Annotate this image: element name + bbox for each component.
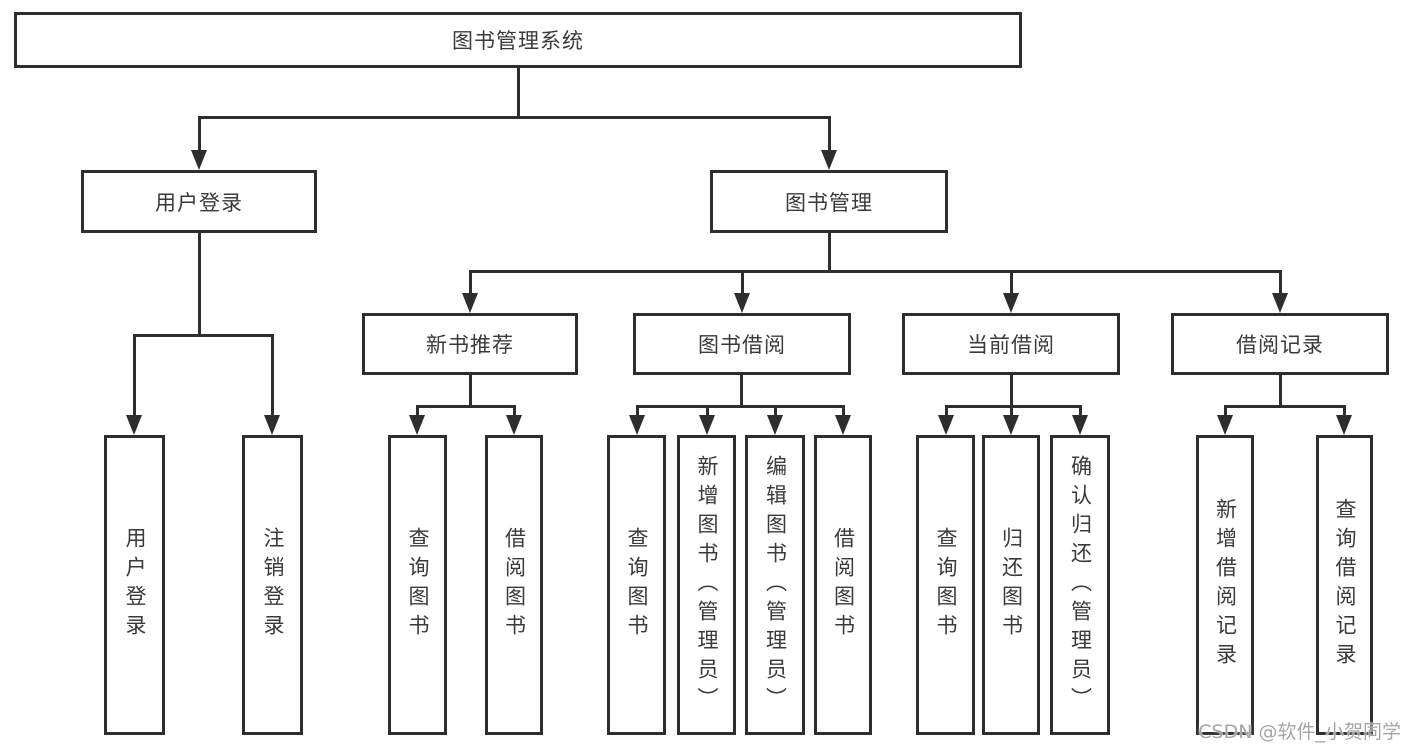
node-leaf-cb-return-book: 归还图书 xyxy=(982,435,1040,735)
node-borrow-records: 借阅记录 xyxy=(1171,313,1389,375)
connector-book-borrow-branch xyxy=(636,405,845,408)
arrow-down-icon xyxy=(835,415,851,435)
connector-l2-stub-right xyxy=(828,116,831,152)
connector-stub xyxy=(741,270,744,295)
node-leaf-br-add-record-label: 新增借阅记录 xyxy=(1213,498,1238,672)
node-new-book-rec: 新书推荐 xyxy=(362,313,578,375)
connector-stub xyxy=(842,405,845,417)
connector-stub xyxy=(945,405,948,417)
node-root-label: 图书管理系统 xyxy=(452,29,584,53)
arrow-down-icon xyxy=(191,150,207,170)
node-user-login-label: 用户登录 xyxy=(155,190,243,215)
node-leaf-br-query-record: 查询借阅记录 xyxy=(1316,435,1373,735)
connector-borrow-records-stem xyxy=(1279,375,1282,407)
node-leaf-rec-query-book: 查询图书 xyxy=(388,435,447,735)
arrow-down-icon xyxy=(1003,415,1019,435)
node-borrow-records-label: 借阅记录 xyxy=(1236,333,1324,357)
node-leaf-cb-query-book-label: 查询图书 xyxy=(934,527,958,643)
arrow-down-icon xyxy=(506,415,522,435)
arrow-down-icon xyxy=(938,415,954,435)
arrow-down-icon xyxy=(1217,415,1233,435)
connector-stub xyxy=(133,334,136,416)
connector-stub xyxy=(513,405,516,417)
connector-stub xyxy=(1010,270,1013,295)
node-book-borrow-label: 图书借阅 xyxy=(698,333,786,357)
node-leaf-user-login: 用户登录 xyxy=(104,435,165,735)
arrow-down-icon xyxy=(126,415,142,435)
arrow-down-icon xyxy=(264,415,280,435)
connector-stub xyxy=(1224,405,1227,417)
node-leaf-cb-query-book: 查询图书 xyxy=(916,435,975,735)
arrow-down-icon xyxy=(1072,415,1088,435)
node-leaf-rec-query-book-label: 查询图书 xyxy=(406,527,430,643)
arrow-down-icon xyxy=(409,415,425,435)
node-leaf-logout-label: 注销登录 xyxy=(261,527,285,643)
connector-stub xyxy=(1279,270,1282,295)
node-leaf-bb-borrow-book: 借阅图书 xyxy=(814,435,872,735)
arrow-down-icon xyxy=(1003,293,1019,313)
arrow-down-icon xyxy=(1336,415,1352,435)
node-book-mgmt: 图书管理 xyxy=(710,170,948,233)
connector-stub xyxy=(706,405,709,417)
connector-stub xyxy=(636,405,639,417)
node-leaf-rec-borrow-book: 借阅图书 xyxy=(485,435,543,735)
connector-user-login-stem xyxy=(198,233,201,335)
connector-book-mgmt-stem xyxy=(828,233,831,272)
node-new-book-rec-label: 新书推荐 xyxy=(426,333,514,357)
connector-book-borrow-stem xyxy=(740,375,743,407)
node-leaf-bb-borrow-book-label: 借阅图书 xyxy=(831,527,856,643)
connector-root-stem xyxy=(517,68,520,119)
connector-stub xyxy=(271,334,274,416)
csdn-watermark: CSDN @软件_小贺同学 xyxy=(1198,721,1401,743)
connector-stub xyxy=(469,270,472,295)
connector-current-borrow-stem xyxy=(1010,375,1013,407)
connector-stub xyxy=(1079,405,1082,417)
node-leaf-logout: 注销登录 xyxy=(242,435,303,735)
node-leaf-user-login-label: 用户登录 xyxy=(123,527,147,643)
arrow-down-icon xyxy=(462,293,478,313)
node-leaf-cb-return-book-label: 归还图书 xyxy=(999,527,1024,643)
arrow-down-icon xyxy=(699,415,715,435)
connector-new-book-rec-stem xyxy=(469,375,472,407)
node-leaf-cb-confirm-return: 确认归还（管理员） xyxy=(1050,435,1110,735)
arrow-down-icon xyxy=(629,415,645,435)
node-leaf-bb-query-book: 查询图书 xyxy=(607,435,666,735)
node-user-login: 用户登录 xyxy=(81,170,317,233)
arrow-down-icon xyxy=(734,293,750,313)
node-leaf-rec-borrow-book-label: 借阅图书 xyxy=(502,527,527,643)
node-current-borrow: 当前借阅 xyxy=(902,313,1120,375)
connector-l3-branch xyxy=(469,270,1282,273)
connector-new-book-rec-branch xyxy=(416,405,516,408)
arrow-down-icon xyxy=(821,150,837,170)
node-leaf-cb-confirm-return-label: 确认归还（管理员） xyxy=(1068,454,1093,716)
node-root: 图书管理系统 xyxy=(14,12,1022,68)
connector-stub xyxy=(1343,405,1346,417)
connector-l2-branch xyxy=(198,116,831,119)
node-leaf-bb-add-book: 新增图书（管理员） xyxy=(677,435,736,735)
node-current-borrow-label: 当前借阅 xyxy=(967,333,1055,357)
connector-stub xyxy=(774,405,777,417)
connector-borrow-records-branch xyxy=(1224,405,1346,408)
connector-user-login-branch xyxy=(133,334,274,337)
node-leaf-br-query-record-label: 查询借阅记录 xyxy=(1333,498,1357,672)
connector-current-borrow-branch xyxy=(945,405,1082,408)
connector-stub xyxy=(416,405,419,417)
connector-stub xyxy=(1010,405,1013,417)
node-book-mgmt-label: 图书管理 xyxy=(785,190,873,215)
arrow-down-icon xyxy=(1272,293,1288,313)
node-leaf-bb-edit-book: 编辑图书（管理员） xyxy=(745,435,805,735)
arrow-down-icon xyxy=(767,415,783,435)
node-book-borrow: 图书借阅 xyxy=(633,313,851,375)
node-leaf-bb-edit-book-label: 编辑图书（管理员） xyxy=(763,454,788,716)
node-leaf-br-add-record: 新增借阅记录 xyxy=(1196,435,1254,735)
node-leaf-bb-query-book-label: 查询图书 xyxy=(625,527,649,643)
node-leaf-bb-add-book-label: 新增图书（管理员） xyxy=(695,454,719,716)
connector-l2-stub-left xyxy=(198,116,201,152)
